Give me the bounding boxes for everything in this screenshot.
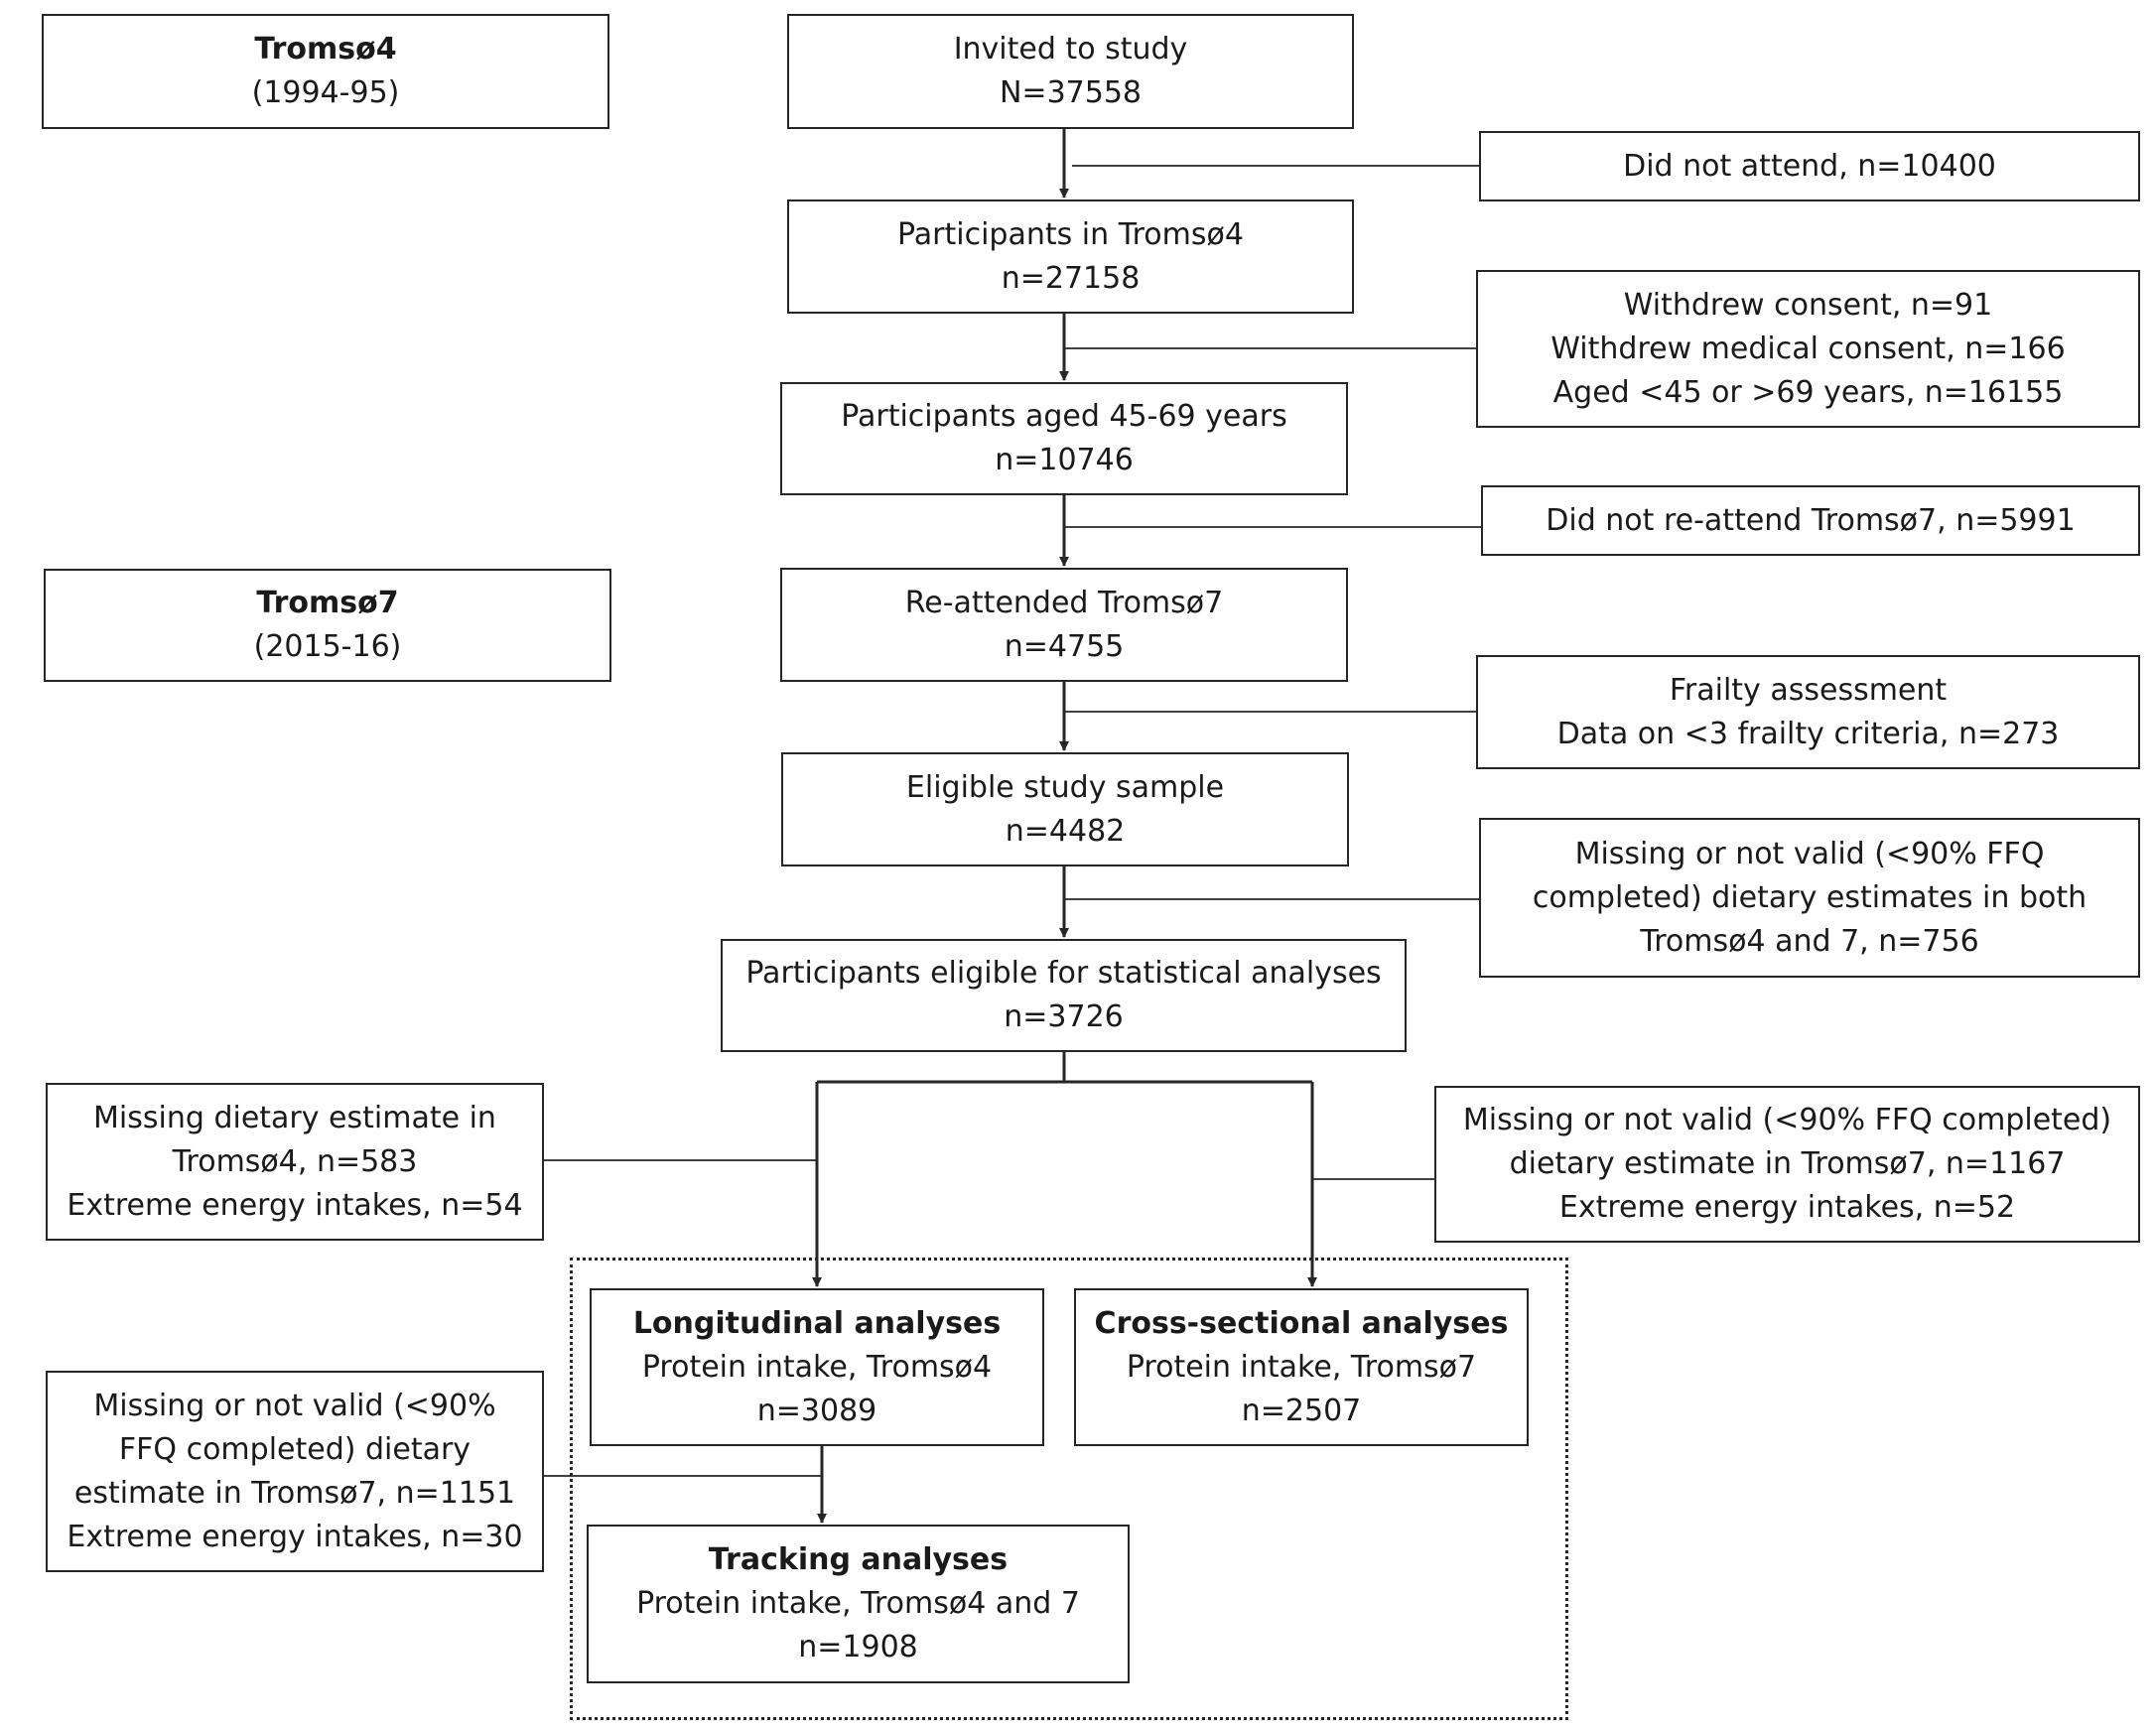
box-line: Protein intake, Tromsø4 — [641, 1349, 993, 1385]
box-line: Frailty assessment — [1669, 672, 1948, 708]
missing-both-box: Missing or not valid (<90% FFQ completed… — [1479, 818, 2140, 978]
phase-box-tromso7: Tromsø7 (2015-16) — [44, 569, 611, 682]
tracking-box: Tracking analyses Protein intake, Tromsø… — [587, 1525, 1130, 1683]
box-line: FFQ completed) dietary — [118, 1431, 472, 1467]
box-line: Protein intake, Tromsø7 — [1126, 1349, 1477, 1385]
phase-title: Tromsø4 — [254, 32, 397, 66]
box-count: n=3726 — [1004, 999, 1124, 1034]
box-line: Extreme energy intakes, n=30 — [67, 1519, 523, 1554]
not-reattend-box: Did not re-attend Tromsø7, n=5991 — [1481, 485, 2140, 556]
box-line: dietary estimate in Tromsø7, n=1167 — [1509, 1146, 2066, 1181]
invited-box: Invited to study N=37558 — [787, 14, 1354, 129]
box-count: n=3089 — [756, 1393, 877, 1428]
box-count: n=10746 — [995, 443, 1134, 477]
box-line: completed) dietary estimates in both — [1532, 879, 2088, 915]
eligible-box: Eligible study sample n=4482 — [781, 752, 1349, 866]
box-line: Tromsø4, n=583 — [172, 1143, 418, 1179]
phase-years: (2015-16) — [253, 629, 402, 664]
box-line: Participants aged 45-69 years — [841, 399, 1287, 434]
box-line: Protein intake, Tromsø4 and 7 — [636, 1586, 1080, 1621]
box-line: Extreme energy intakes, n=54 — [67, 1187, 523, 1223]
reattended-box: Re-attended Tromsø7 n=4755 — [780, 568, 1348, 682]
box-count: n=4482 — [1005, 813, 1126, 849]
box-line: Tromsø4 and 7, n=756 — [1640, 923, 1979, 959]
box-line: Missing or not valid (<90% — [93, 1388, 496, 1423]
box-line: Did not attend, n=10400 — [1623, 148, 1996, 184]
cross-sectional-box: Cross-sectional analyses Protein intake,… — [1074, 1288, 1529, 1446]
aged-box: Participants aged 45-69 years n=10746 — [780, 382, 1348, 495]
missing-t7-cross-box: Missing or not valid (<90% FFQ completed… — [1434, 1086, 2140, 1243]
box-line: Withdrew medical consent, n=166 — [1550, 331, 2066, 366]
box-count: n=1908 — [798, 1630, 918, 1664]
did-not-attend-box: Did not attend, n=10400 — [1479, 131, 2140, 201]
box-line: Re-attended Tromsø7 — [904, 585, 1224, 620]
missing-t7-track-box: Missing or not valid (<90% FFQ completed… — [46, 1371, 544, 1572]
phase-box-tromso4: Tromsø4 (1994-95) — [42, 14, 609, 129]
box-count: N=37558 — [999, 75, 1142, 110]
box-count: n=2507 — [1241, 1393, 1362, 1428]
stat-eligible-box: Participants eligible for statistical an… — [721, 939, 1407, 1052]
box-line: Invited to study — [953, 32, 1188, 66]
box-line: Did not re-attend Tromsø7, n=5991 — [1546, 502, 2076, 538]
box-line: Participants in Tromsø4 — [897, 216, 1244, 252]
box-count: n=4755 — [1004, 628, 1125, 664]
box-line: Missing or not valid (<90% FFQ — [1574, 836, 2045, 871]
phase-title: Tromsø7 — [256, 586, 399, 620]
box-line: Participants eligible for statistical an… — [745, 956, 1382, 991]
longitudinal-box: Longitudinal analyses Protein intake, Tr… — [590, 1288, 1044, 1446]
box-count: n=27158 — [1001, 260, 1141, 296]
withdrew-box: Withdrew consent, n=91 Withdrew medical … — [1476, 270, 2140, 428]
analyses-group-border — [570, 1258, 1568, 1720]
box-line: Missing dietary estimate in — [93, 1100, 496, 1135]
box-line: Withdrew consent, n=91 — [1623, 287, 1993, 323]
participants-t4-box: Participants in Tromsø4 n=27158 — [787, 200, 1354, 314]
box-line: Missing or not valid (<90% FFQ completed… — [1462, 1103, 2112, 1137]
phase-years: (1994-95) — [251, 75, 400, 110]
analysis-title: Longitudinal analyses — [632, 1305, 1002, 1341]
box-line: Data on <3 frailty criteria, n=273 — [1556, 716, 2060, 751]
missing-t4-box: Missing dietary estimate in Tromsø4, n=5… — [46, 1083, 544, 1241]
box-line: Aged <45 or >69 years, n=16155 — [1552, 374, 2064, 410]
frailty-box: Frailty assessment Data on <3 frailty cr… — [1476, 655, 2140, 769]
analysis-title: Cross-sectional analyses — [1094, 1305, 1509, 1341]
box-line: estimate in Tromsø7, n=1151 — [73, 1475, 516, 1511]
analysis-title: Tracking analyses — [708, 1542, 1009, 1577]
box-line: Eligible study sample — [905, 769, 1225, 805]
box-line: Extreme energy intakes, n=52 — [1558, 1190, 2016, 1225]
